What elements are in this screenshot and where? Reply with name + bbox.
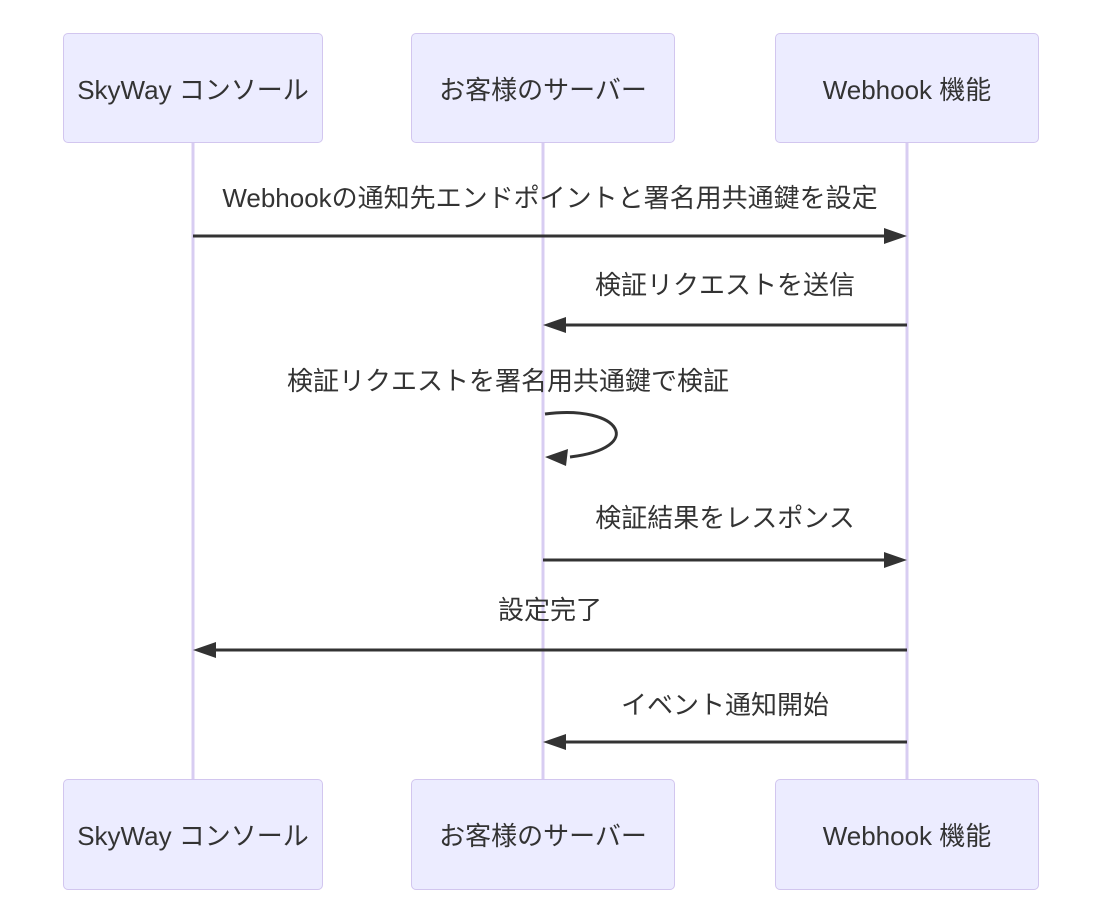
actor-box-webhook-bottom: Webhook 機能 <box>775 779 1039 890</box>
actor-label-customer-server: お客様のサーバー <box>439 821 647 851</box>
message-label-setup-complete: 設定完了 <box>497 595 603 625</box>
actor-label-customer-server: お客様のサーバー <box>439 74 647 105</box>
actor-box-skyway-console-top: SkyWay コンソール <box>63 33 323 143</box>
actor-label-skyway-console: SkyWay コンソール <box>77 821 309 851</box>
message-label-verify-self: 検証リクエストを署名用共通鍵で検証 <box>286 366 730 396</box>
actor-label-webhook: Webhook 機能 <box>822 74 992 105</box>
arrowhead-right-setup <box>884 228 907 244</box>
actor-label-webhook: Webhook 機能 <box>822 821 992 851</box>
message-label-verify-request: 検証リクエストを送信 <box>594 270 856 300</box>
actor-box-customer-server-top: お客様のサーバー <box>411 33 675 143</box>
arrowhead-left-self-loop <box>545 449 568 466</box>
message-label-verify-response: 検証結果をレスポンス <box>595 503 855 533</box>
arrowhead-right-verify-response <box>884 552 907 568</box>
actor-box-webhook-top: Webhook 機能 <box>775 33 1039 143</box>
actor-box-customer-server-bottom: お客様のサーバー <box>411 779 675 890</box>
arrowhead-left-setup-complete <box>193 642 216 658</box>
actor-box-skyway-console-bottom: SkyWay コンソール <box>63 779 323 890</box>
arrowhead-left-verify-request <box>543 317 566 333</box>
message-label-event-start: イベント通知開始 <box>620 690 830 720</box>
message-label-setup: Webhookの通知先エンドポイントと署名用共通鍵を設定 <box>222 183 878 213</box>
self-loop-verify <box>544 411 618 459</box>
arrowhead-left-event-start <box>543 734 566 750</box>
actor-label-skyway-console: SkyWay コンソール <box>77 74 309 105</box>
